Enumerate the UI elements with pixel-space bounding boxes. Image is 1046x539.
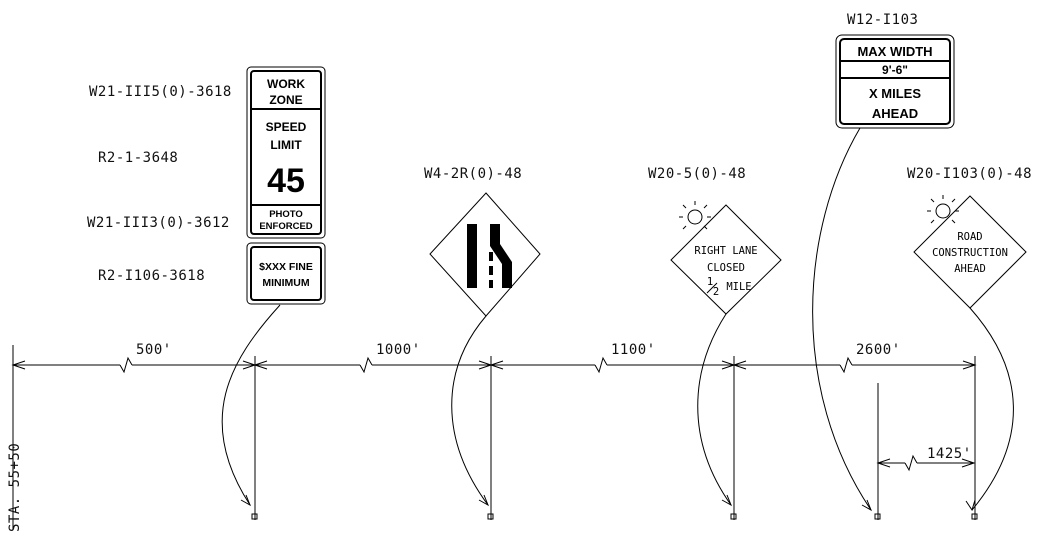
construction-line3: AHEAD — [954, 263, 986, 275]
lane-merge-sign — [429, 192, 541, 317]
closed-line2: CLOSED — [707, 262, 745, 274]
construction-line1: ROAD — [957, 231, 982, 243]
sign-code-right-lane-closed: W20-5(0)-48 — [648, 166, 746, 182]
width-line4: AHEAD — [872, 106, 918, 121]
sign-post-markers — [251, 513, 978, 520]
max-width-sign: MAX WIDTH 9'-6" X MILES AHEAD — [835, 34, 955, 129]
distance-label-3: 1100' — [611, 342, 656, 358]
fine-line2: MINIMUM — [262, 277, 309, 289]
distance-label-2: 1000' — [376, 342, 421, 358]
sign-code-fine: R2-I106-3618 — [98, 268, 205, 284]
half-denominator: 2 — [713, 286, 719, 298]
distance-label-1: 500' — [136, 342, 172, 358]
speed-line2: LIMIT — [270, 138, 302, 152]
sign-code-lane-merge: W4-2R(0)-48 — [424, 166, 522, 182]
construction-line2: CONSTRUCTION — [932, 247, 1008, 259]
width-line2: 9'-6" — [882, 63, 908, 77]
work-zone-line1: WORK — [267, 77, 305, 91]
sign-assembly-work-zone: WORK ZONE SPEED LIMIT 45 PHOTO ENFORCED … — [246, 66, 326, 305]
sign-code-road-construction: W20-I103(0)-48 — [907, 166, 1032, 182]
secondary-dimension — [876, 383, 976, 520]
sign-code-photo-enforced: W21-III3(0)-3612 — [87, 215, 230, 231]
station-label: STA. 55+50 — [7, 443, 23, 532]
lane-bar-left — [467, 224, 477, 288]
photo-line1: PHOTO — [269, 209, 303, 220]
right-lane-closed-sign: RIGHT LANE CLOSED 1 2 MILE — [670, 204, 782, 315]
width-line3: X MILES — [869, 86, 921, 101]
half-numerator: 1 — [707, 276, 713, 288]
lane-merge-arrow — [490, 224, 512, 288]
fine-line1: $XXX FINE — [259, 261, 313, 273]
sign-post-lines — [254, 356, 976, 520]
speed-value: 45 — [267, 162, 305, 200]
width-line1: MAX WIDTH — [857, 44, 932, 59]
road-construction-sign: ROAD CONSTRUCTION AHEAD — [913, 195, 1027, 309]
photo-line2: ENFORCED — [259, 221, 312, 232]
sign-code-work-zone: W21-III5(0)-3618 — [89, 84, 232, 100]
distance-label-4: 2600' — [856, 342, 901, 358]
work-zone-line2: ZONE — [269, 93, 302, 107]
sign-code-speed-limit: R2-1-3648 — [98, 150, 178, 166]
dimension-line — [11, 356, 977, 374]
speed-line1: SPEED — [266, 120, 307, 134]
closed-line1: RIGHT LANE — [694, 245, 757, 257]
flashing-light-icon — [679, 201, 711, 230]
closed-line3: MILE — [726, 281, 751, 293]
flashing-light-icon — [927, 195, 959, 224]
distance-label-5: 1425' — [927, 446, 972, 462]
leader-arcs — [221, 127, 1014, 512]
sign-code-max-width: W12-I103 — [847, 12, 918, 28]
